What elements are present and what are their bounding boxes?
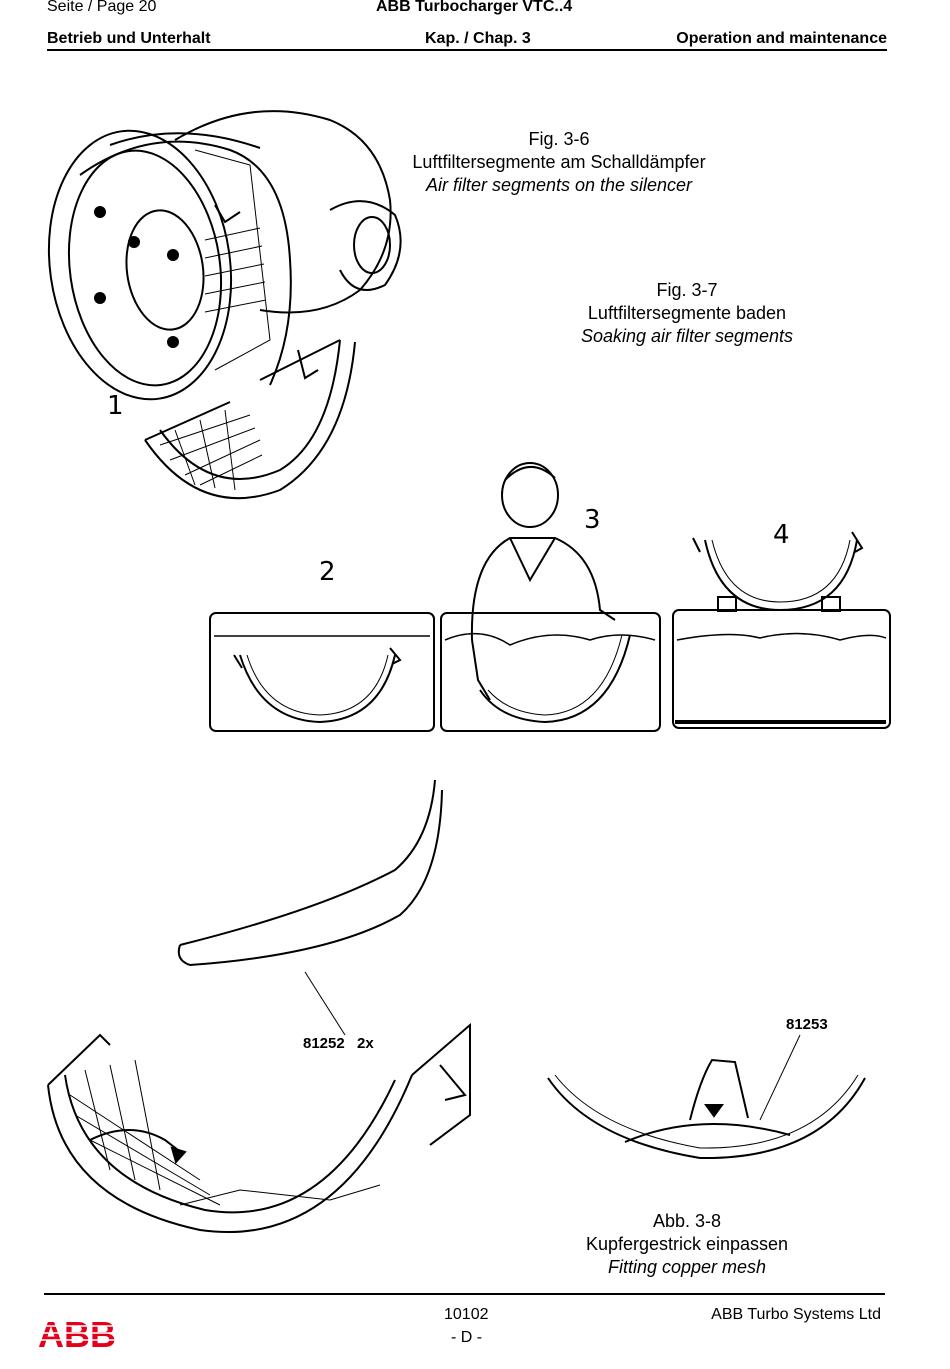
soaking-tank-3 bbox=[440, 462, 661, 732]
copper-mesh-strip-illustration bbox=[177, 779, 443, 1036]
figure-3-8-caption: Abb. 3-8 Kupfergestrick einpassen Fittin… bbox=[567, 1210, 807, 1279]
abb-logo-mark: ABB bbox=[38, 1314, 118, 1355]
svg-text:ABB: ABB bbox=[38, 1317, 116, 1351]
silencer-illustration bbox=[47, 110, 402, 401]
document-number: 10102 bbox=[444, 1306, 489, 1323]
header-rule bbox=[47, 49, 887, 51]
figure-3-8-number: Abb. 3-8 bbox=[652, 1211, 722, 1231]
footer-rule bbox=[44, 1293, 885, 1295]
part-quantity: 2x bbox=[357, 1035, 374, 1052]
section-title-en: Operation and maintenance bbox=[676, 30, 887, 47]
figure-3-6-caption: Fig. 3-6 Luftfiltersegmente am Schalldäm… bbox=[390, 128, 728, 197]
figure-3-6-title-en: Air filter segments on the silencer bbox=[425, 175, 693, 195]
step-number-2: 2 bbox=[319, 557, 336, 587]
figure-3-6-title-de: Luftfiltersegmente am Schalldämpfer bbox=[412, 152, 706, 172]
soaking-tank-2 bbox=[209, 612, 435, 732]
copper-mesh-fitting-illustration bbox=[547, 1034, 866, 1160]
step-number-4: 4 bbox=[773, 520, 790, 550]
figure-3-8-title-de: Kupfergestrick einpassen bbox=[585, 1234, 789, 1254]
figure-3-7-title-de: Luftfiltersegmente baden bbox=[587, 303, 787, 323]
abb-logo: ABB bbox=[38, 1314, 118, 1356]
figure-3-7-caption: Fig. 3-7 Luftfiltersegmente baden Soakin… bbox=[560, 279, 814, 348]
step-number-1: 1 bbox=[107, 391, 124, 421]
company-name: ABB Turbo Systems Ltd bbox=[711, 1306, 881, 1323]
figure-3-6-number: Fig. 3-6 bbox=[528, 129, 590, 149]
filter-segment-illustration bbox=[144, 339, 356, 500]
figure-3-8-title-en: Fitting copper mesh bbox=[607, 1257, 767, 1277]
figure-3-7-number: Fig. 3-7 bbox=[656, 280, 718, 300]
soaking-tank-4 bbox=[672, 531, 891, 729]
figure-3-7-title-en: Soaking air filter segments bbox=[580, 326, 794, 346]
page-label: Seite / Page 20 bbox=[47, 0, 157, 15]
part-number-81253: 81253 bbox=[786, 1016, 828, 1033]
step-number-3: 3 bbox=[584, 505, 601, 535]
filter-half-shell-illustration bbox=[47, 1022, 471, 1234]
language-code: - D - bbox=[451, 1329, 483, 1346]
document-title: ABB Turbocharger VTC..4 bbox=[376, 0, 573, 15]
section-title-de: Betrieb und Unterhalt bbox=[47, 30, 211, 47]
part-number-81252: 81252 bbox=[303, 1035, 345, 1052]
chapter-label: Kap. / Chap. 3 bbox=[425, 30, 531, 47]
